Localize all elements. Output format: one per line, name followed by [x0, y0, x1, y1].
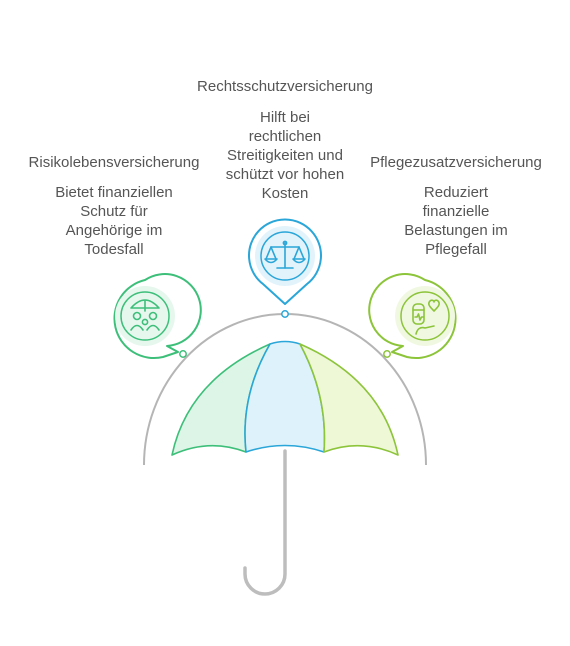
pin-risiko: [113, 273, 202, 360]
pflege-title: Pflegezusatzversicherung: [370, 154, 542, 171]
arc-marker-right: [383, 350, 391, 358]
risiko-description: Bietet finanziellen Schutz für Angehörig…: [55, 184, 173, 258]
umbrella-canopy: [171, 340, 399, 456]
care-heart-icon: [412, 299, 441, 335]
umbrella-family-icon: [130, 299, 160, 331]
arc-marker-top: [281, 310, 289, 318]
pin-rechtsschutz: [248, 218, 322, 305]
rechtsschutz-description: Hilft bei rechtlichen Streitigkeiten und…: [225, 109, 345, 202]
pflege-description: Reduziert finanzielle Belastungen im Pfl…: [404, 184, 508, 258]
scales-icon: [264, 240, 306, 269]
canopy-panel-right: [299, 343, 399, 456]
arc-marker-left: [179, 350, 187, 358]
risiko-title: Risikolebensversicherung: [28, 154, 200, 171]
rechtsschutz-title: Rechtsschutzversicherung: [197, 78, 373, 95]
pin-pflege: [368, 273, 457, 360]
umbrella-handle: [243, 449, 287, 596]
